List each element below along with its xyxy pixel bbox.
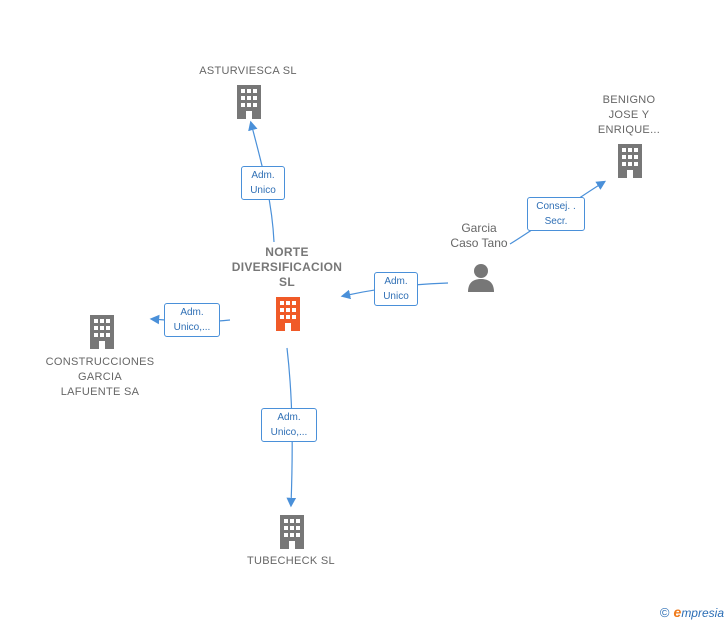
relation-label-garcia-benigno[interactable]: Consej. . Secr. [527,197,585,231]
brand-logo: © empresia [659,604,724,620]
relation-label-norte-construcciones[interactable]: Adm. Unico,... [164,303,220,337]
building-icon[interactable] [277,515,307,549]
node-label-tubecheck[interactable]: TUBECHECK SL [247,555,335,567]
person-icon[interactable] [466,262,496,292]
node-label-norte[interactable]: NORTE DIVERSIFICACION SL [231,245,343,289]
building-icon[interactable] [615,144,645,178]
node-label-asturviesca[interactable]: ASTURVIESCA SL [199,65,297,77]
node-label-benigno[interactable]: BENIGNO JOSE Y ENRIQUE... [597,94,661,136]
node-label-garcia[interactable]: Garcia Caso Tano [450,221,508,250]
building-icon[interactable] [87,315,117,349]
relation-label-garcia-norte[interactable]: Adm. Unico [374,272,418,306]
building-icon[interactable] [234,85,264,119]
node-label-construcciones[interactable]: CONSTRUCCIONES GARCIA LAFUENTE SA [45,356,155,398]
copyright-icon: © [659,604,670,620]
building-icon[interactable] [272,297,304,331]
relation-label-norte-tubecheck[interactable]: Adm. Unico,... [261,408,317,442]
relation-label-norte-asturviesca[interactable]: Adm. Unico [241,166,285,200]
